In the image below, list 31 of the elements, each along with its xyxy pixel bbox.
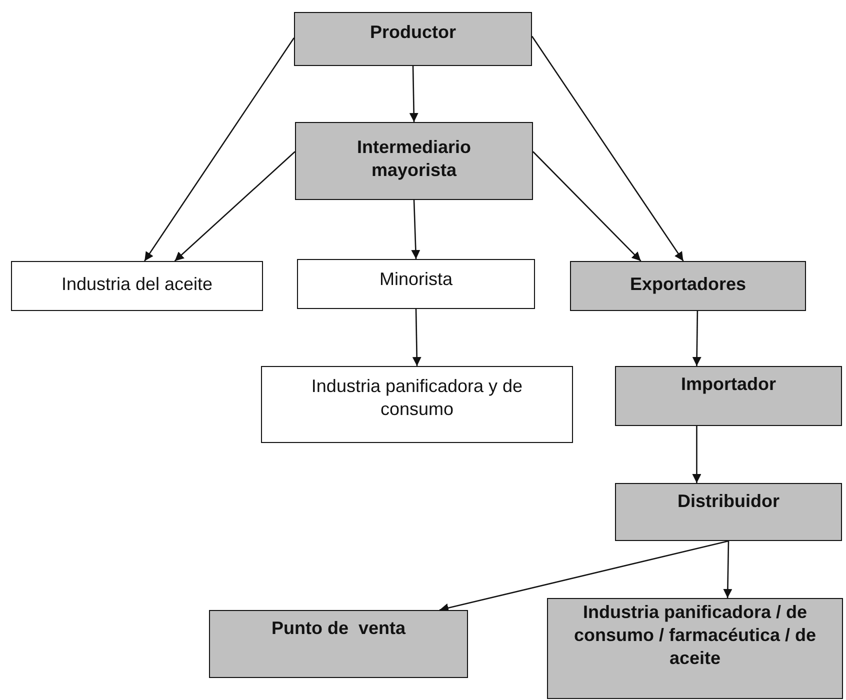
arrow xyxy=(409,66,418,122)
arrow xyxy=(692,426,702,483)
box-label: Intermediario mayorista xyxy=(356,136,472,182)
box-label: Industria panificadora y de consumo xyxy=(310,375,524,421)
arrow xyxy=(412,308,422,366)
arrow xyxy=(692,311,702,366)
arrow xyxy=(174,151,296,262)
process-box xyxy=(209,610,468,678)
arrow xyxy=(144,38,295,262)
process-box xyxy=(615,366,842,426)
process-box xyxy=(11,261,263,311)
box-label: Punto de venta xyxy=(271,617,406,640)
arrow xyxy=(532,151,642,262)
process-box xyxy=(261,366,573,443)
arrow xyxy=(439,540,729,612)
box-label: Industria del aceite xyxy=(61,272,213,296)
box-label: Industria panificadora / de consumo / farmacéutica / de aceite xyxy=(572,601,818,670)
process-box xyxy=(570,261,806,311)
process-box xyxy=(294,12,532,66)
box-label: Importador xyxy=(680,373,776,396)
process-box xyxy=(297,259,535,309)
process-box xyxy=(547,598,843,699)
box-label: Exportadores xyxy=(630,272,746,296)
arrow xyxy=(531,36,684,262)
box-label: Minorista xyxy=(379,268,453,291)
box-label: Productor xyxy=(370,21,456,44)
arrow xyxy=(411,200,420,260)
process-box xyxy=(295,122,533,200)
box-label: Distribuidor xyxy=(678,490,780,513)
process-box xyxy=(615,483,842,541)
arrow xyxy=(723,540,732,598)
